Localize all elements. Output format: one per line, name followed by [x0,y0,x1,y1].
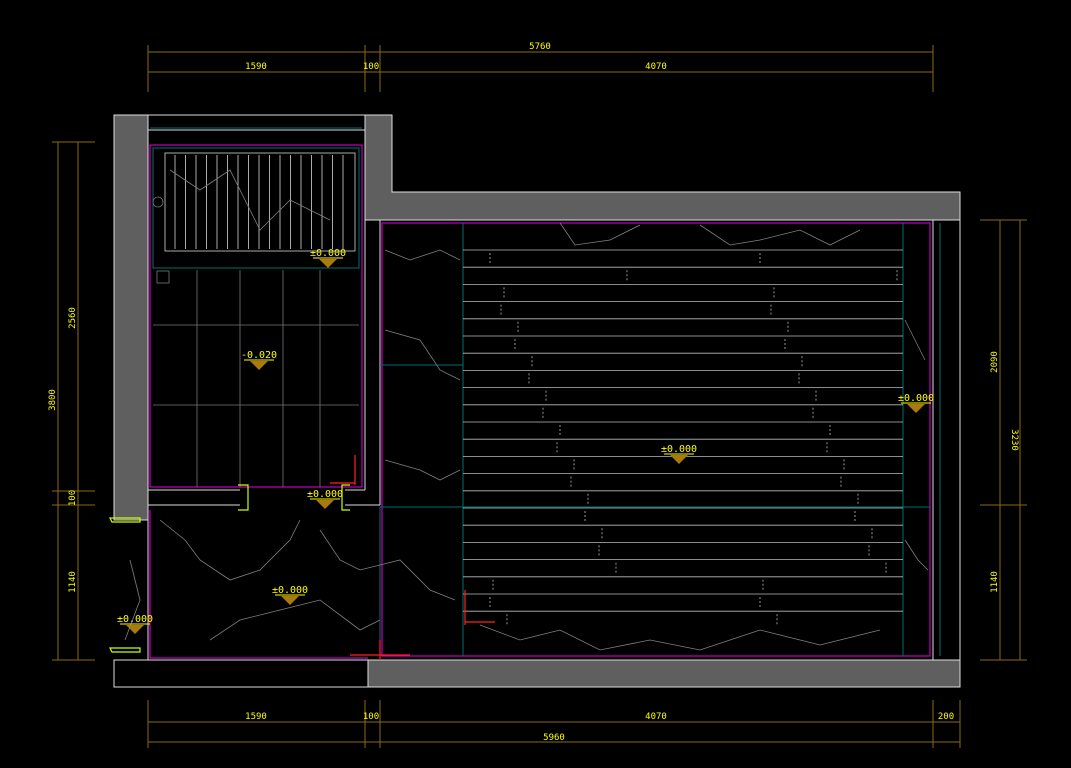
floor-drain-icon [156,270,170,284]
level-triangle-icon [250,361,268,370]
level-lower-hall: ±0.000 [272,585,308,596]
upper-right-wall [364,114,961,221]
dim-bottom-seg-1: 1590 [245,712,267,722]
dim-top-seg-3: 4070 [645,62,667,72]
dim-left-seg-1: 2560 [68,307,78,329]
level-left-entry: ±0.000 [117,614,153,625]
dim-left-overall: 3800 [48,389,58,411]
floor-boundaries [149,144,931,659]
bottom-wall [367,659,961,688]
right-wall [932,219,961,661]
dim-left-seg-3: 1140 [68,571,78,593]
ucs-markers [330,455,495,660]
level-triangle-icon [319,259,337,268]
walls [113,114,961,688]
level-doorway: ±0.000 [307,489,343,500]
level-triangle-icon [126,625,144,634]
dim-right-overall: 3230 [1009,429,1019,451]
dim-top-seg-1: 1590 [245,62,267,72]
dim-bottom-seg-2: 100 [363,712,379,722]
dimension-texts: 5760 1590 100 4070 1590 100 4070 200 596… [48,42,1019,743]
marble-veins [124,169,929,651]
level-triangle-icon [316,500,334,509]
wood-plank-floor [463,249,903,626]
dim-bottom-seg-3: 4070 [645,712,667,722]
bottom-left-wall [113,659,369,688]
left-wall [113,114,149,521]
dim-left-seg-2: 100 [68,490,78,506]
level-right-edge: ±0.000 [898,393,934,404]
level-triangle-icon [670,455,688,464]
floor-drain-icon [152,196,164,208]
level-triangle-icon [907,404,925,413]
dim-top-overall: 5760 [529,42,551,52]
level-bathroom: -0.020 [241,350,277,361]
dim-top-seg-2: 100 [363,62,379,72]
door-openings [109,484,350,653]
dimension-lines [52,45,1027,748]
bathroom-tiles [152,196,359,487]
dim-bottom-overall: 5960 [543,733,565,743]
dim-right-seg-2: 1140 [990,571,1000,593]
inner-partition-wall [148,220,381,506]
level-triangle-icon [281,596,299,605]
stair-grille [164,152,356,252]
grille-frame [164,152,356,252]
lower-left-jamb [114,519,149,661]
dim-bottom-seg-4: 200 [938,712,954,722]
dim-right-seg-1: 2090 [990,351,1000,373]
level-stair-top: ±0.000 [310,248,346,259]
level-markers: ±0.000 -0.020 ±0.000 ±0.000 ±0.000 ±0.00… [117,248,934,634]
level-main-room: ±0.000 [661,444,697,455]
